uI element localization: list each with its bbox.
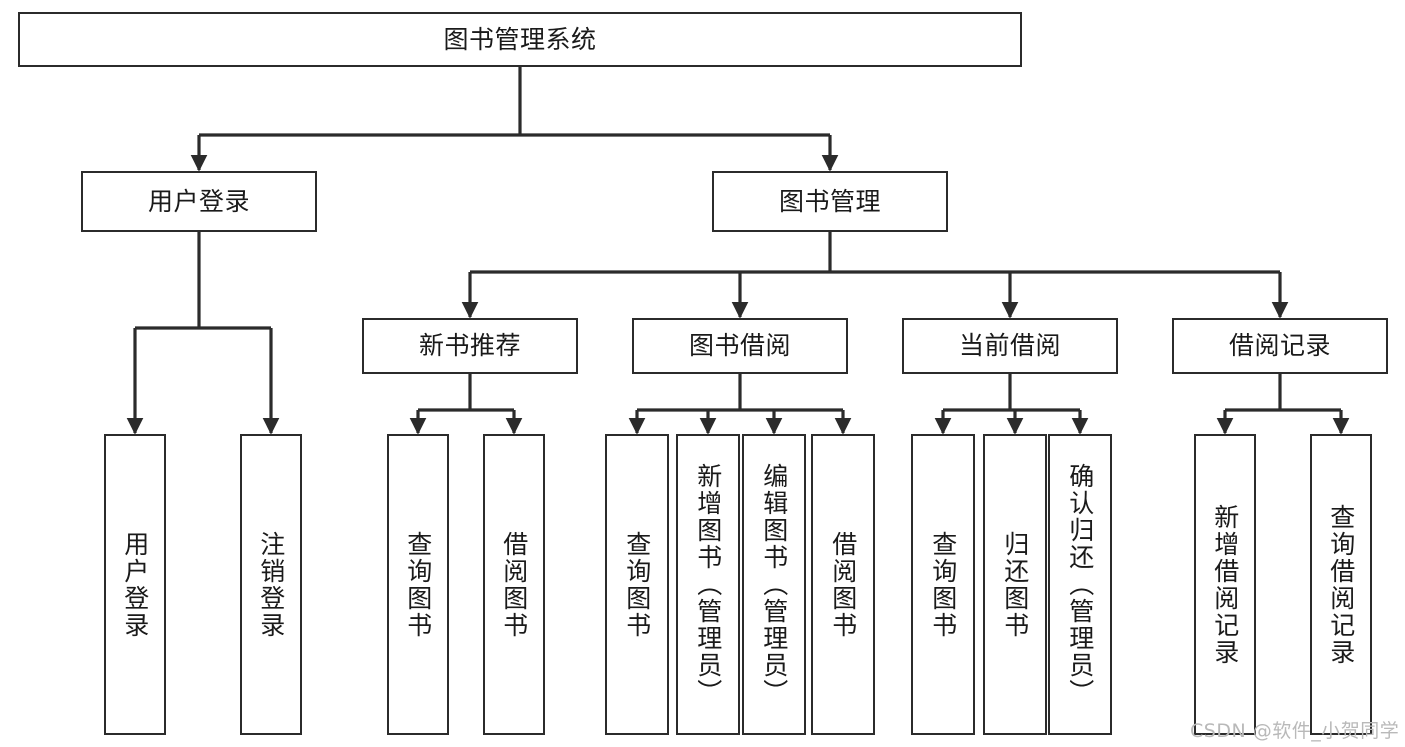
node-label: 图书借阅 xyxy=(688,331,791,361)
node-leaf-query-book-3[interactable]: 查询图书 xyxy=(911,434,975,735)
node-leaf-user-login[interactable]: 用户登录 xyxy=(104,434,166,735)
node-root-system[interactable]: 图书管理系统 xyxy=(18,12,1022,67)
node-label: 用户登录 xyxy=(147,186,250,216)
node-borrow-record[interactable]: 借阅记录 xyxy=(1172,318,1388,374)
node-leaf-query-book-1[interactable]: 查询图书 xyxy=(387,434,449,735)
node-label: 查询借阅记录 xyxy=(1326,503,1356,666)
node-label: 新书推荐 xyxy=(418,331,521,361)
node-label: 借阅图书 xyxy=(828,530,858,639)
node-leaf-query-book-2[interactable]: 查询图书 xyxy=(605,434,669,735)
node-book-manage[interactable]: 图书管理 xyxy=(712,171,948,232)
node-leaf-user-logout[interactable]: 注销登录 xyxy=(240,434,302,735)
node-leaf-add-book[interactable]: 新增图书（管理员） xyxy=(676,434,740,735)
node-leaf-borrow-book-1[interactable]: 借阅图书 xyxy=(483,434,545,735)
node-label: 查询图书 xyxy=(928,530,958,639)
node-label: 编辑图书（管理员） xyxy=(759,463,789,706)
node-label: 图书管理系统 xyxy=(443,24,597,54)
node-label: 新增借阅记录 xyxy=(1210,503,1240,666)
node-leaf-confirm-return[interactable]: 确认归还（管理员） xyxy=(1048,434,1112,735)
node-leaf-return-book[interactable]: 归还图书 xyxy=(983,434,1047,735)
node-label: 注销登录 xyxy=(256,530,286,639)
node-label: 归还图书 xyxy=(1000,530,1030,639)
node-label: 图书管理 xyxy=(778,186,881,216)
node-label: 用户登录 xyxy=(120,530,150,639)
node-leaf-query-record[interactable]: 查询借阅记录 xyxy=(1310,434,1372,735)
node-label: 新增图书（管理员） xyxy=(693,463,723,706)
node-label: 确认归还（管理员） xyxy=(1065,463,1095,706)
node-label: 查询图书 xyxy=(403,530,433,639)
node-user-login[interactable]: 用户登录 xyxy=(81,171,317,232)
node-new-book-recommend[interactable]: 新书推荐 xyxy=(362,318,578,374)
node-current-borrow[interactable]: 当前借阅 xyxy=(902,318,1118,374)
node-leaf-add-record[interactable]: 新增借阅记录 xyxy=(1194,434,1256,735)
node-label: 借阅图书 xyxy=(499,530,529,639)
node-label: 当前借阅 xyxy=(958,331,1061,361)
node-label: 查询图书 xyxy=(622,530,652,639)
edge-paths xyxy=(126,67,1350,435)
node-label: 借阅记录 xyxy=(1228,331,1331,361)
node-book-borrow[interactable]: 图书借阅 xyxy=(632,318,848,374)
node-leaf-borrow-book-2[interactable]: 借阅图书 xyxy=(811,434,875,735)
node-leaf-edit-book[interactable]: 编辑图书（管理员） xyxy=(742,434,806,735)
